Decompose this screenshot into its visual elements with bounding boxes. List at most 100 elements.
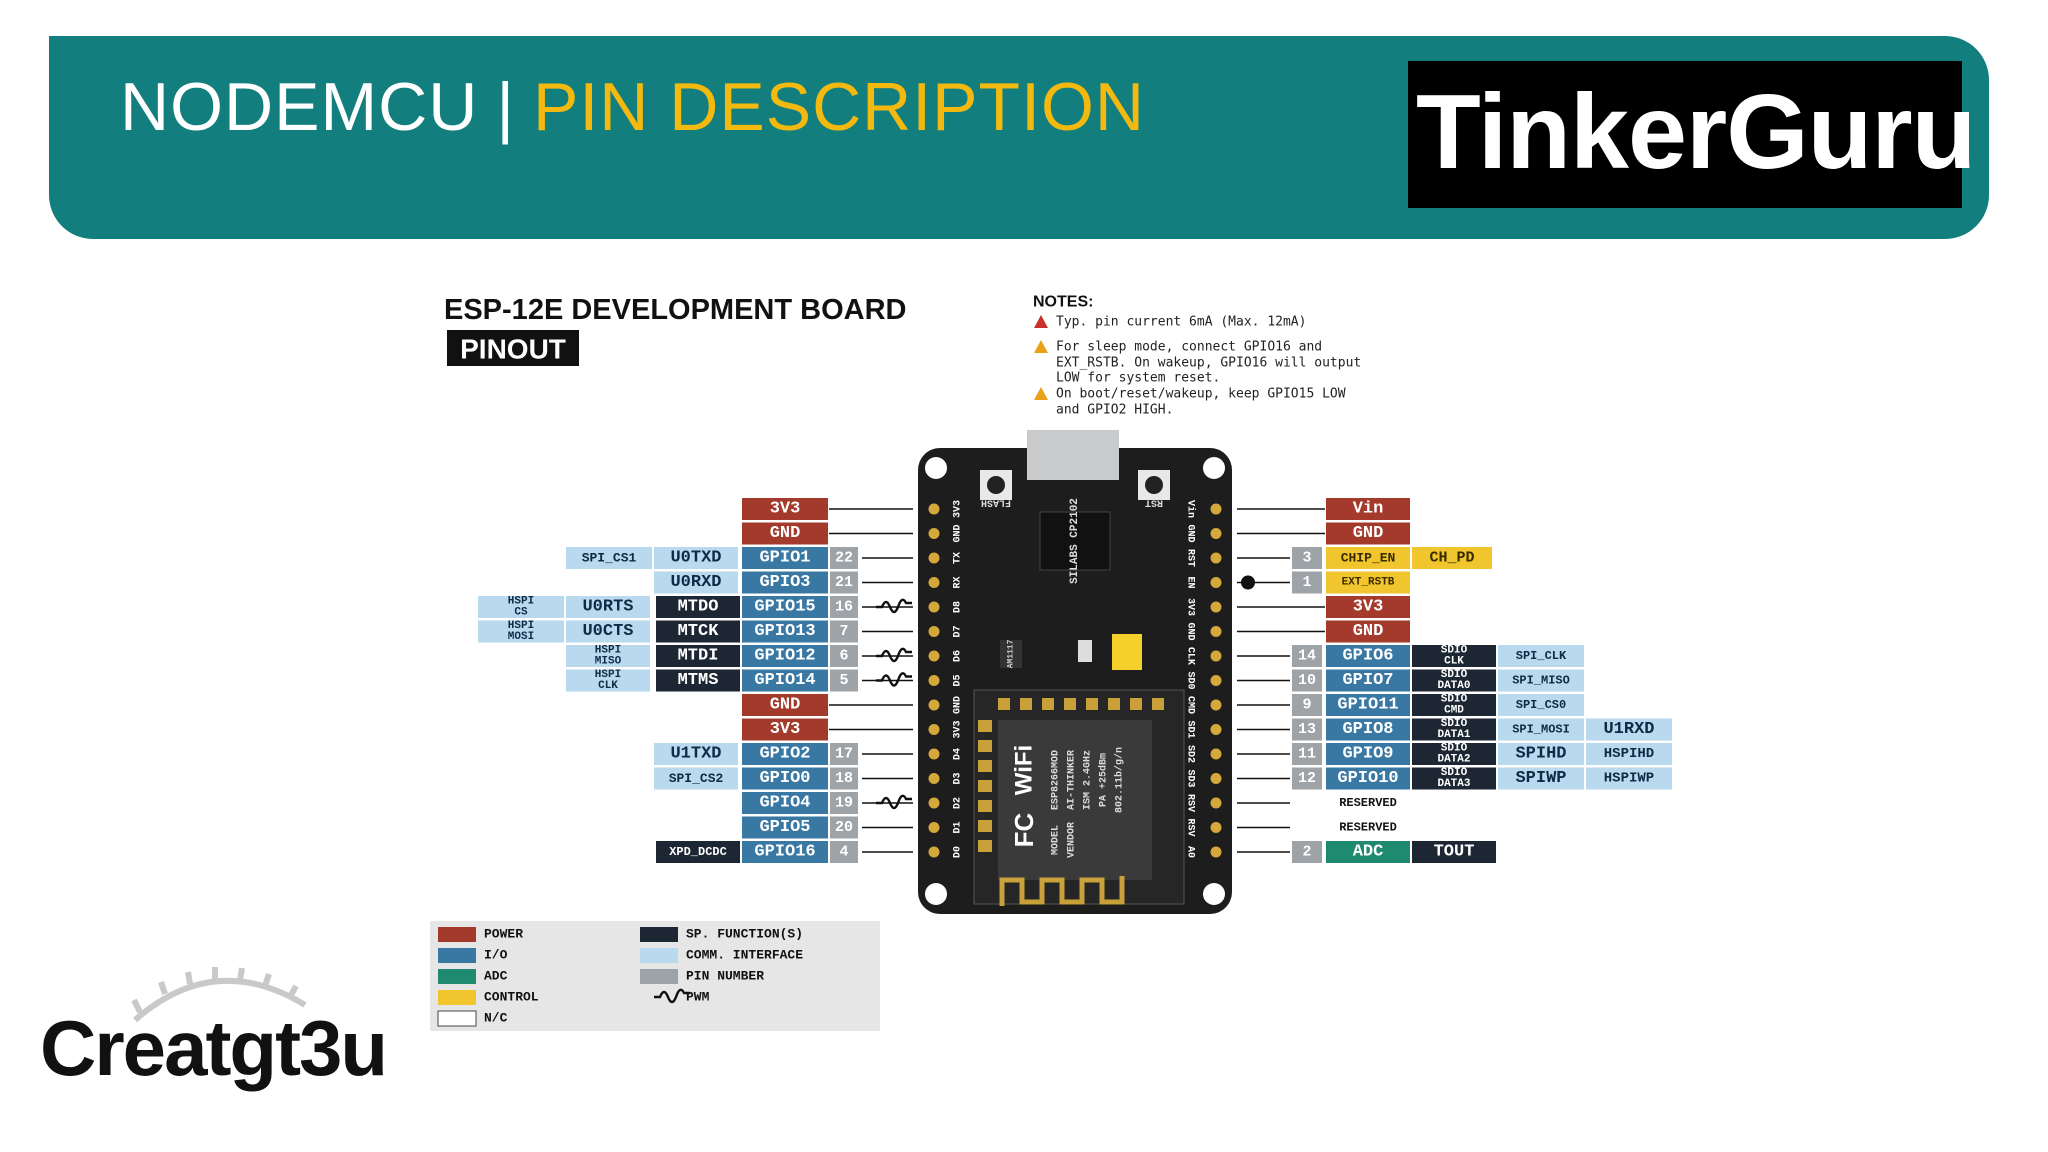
right-header-pin — [1210, 675, 1222, 686]
left-row-1-pin-box — [742, 522, 828, 545]
legend-label-6: COMM. INTERFACE — [686, 948, 803, 963]
right-row-6-comm-label: SPI_CLK — [1516, 649, 1567, 663]
wifi-logo: WiFi — [1011, 745, 1038, 795]
regulator-label: AM1117 — [1007, 639, 1016, 668]
left-header-pin — [928, 626, 940, 637]
board-heading: ESP-12E DEVELOPMENT BOARD — [444, 294, 906, 326]
notes-title: NOTES: — [1033, 294, 1093, 311]
left-row-14-sp-box — [656, 841, 740, 863]
right-row-4-pin-box — [1326, 596, 1410, 618]
left-header-pin — [928, 577, 940, 588]
left-row-3-pin-box — [742, 571, 828, 594]
right-silk-10: SD2 — [1185, 745, 1196, 763]
right-row-7-num-label: 10 — [1298, 672, 1316, 689]
module-text-1: AI-THINKER — [1067, 750, 1078, 810]
right-row-6-pin-box — [1326, 645, 1410, 667]
right-row-11-comm2-box — [1586, 767, 1672, 790]
right-row-14-pin-box — [1326, 841, 1410, 863]
right-row-7-pin-label: GPIO7 — [1342, 671, 1393, 690]
left-header-pin — [928, 748, 940, 760]
module-pad — [978, 760, 992, 772]
right-silk-7: SD0 — [1185, 671, 1196, 689]
right-row-10-pin-label: GPIO9 — [1342, 745, 1393, 764]
left-row-2-comm-label: U0TXD — [670, 549, 721, 568]
left-silk-8: GND — [953, 696, 964, 714]
left-row-14-pin-label: GPIO16 — [754, 843, 815, 862]
module-side-text-0: MODEL — [1051, 825, 1062, 855]
left-header-pin — [928, 699, 940, 711]
left-row-5-comm-label: U0CTS — [582, 622, 633, 641]
right-row-7-sp-label-2: DATA0 — [1437, 680, 1470, 692]
legend-label-0: POWER — [484, 927, 523, 942]
legend-label-1: I/O — [484, 948, 508, 963]
smd-part — [1078, 640, 1092, 662]
right-row-0-pin-box — [1326, 498, 1410, 520]
right-row-3-pin-box — [1326, 571, 1410, 594]
left-row-7-comm-label-2: CLK — [598, 680, 618, 692]
usb-chip — [1039, 511, 1111, 571]
right-row-8-num-label: 9 — [1302, 697, 1311, 714]
legend-swatch-3 — [438, 990, 476, 1005]
right-row-9-pin-label: GPIO8 — [1342, 720, 1393, 739]
right-row-10-comm2-box — [1586, 743, 1672, 765]
right-row-8-num-box — [1292, 694, 1322, 716]
right-row-2-num-label: 3 — [1302, 550, 1311, 567]
left-row-5-sp-box — [656, 620, 740, 643]
reset-button-cap — [1145, 476, 1163, 494]
mounting-hole — [1203, 883, 1225, 905]
right-row-2-pin-box — [1326, 547, 1410, 569]
right-silk-3: EN — [1185, 576, 1196, 588]
right-row-1-pin-box — [1326, 522, 1410, 545]
left-row-12-pin-label: GPIO4 — [759, 794, 810, 813]
right-silk-6: CLK — [1185, 647, 1196, 665]
right-row-3-num-box — [1292, 571, 1322, 594]
note-line-1: For sleep mode, connect GPIO16 and — [1056, 340, 1322, 355]
left-row-13-pin-label: GPIO5 — [759, 818, 810, 837]
left-silk-9: 3V3 — [953, 720, 964, 738]
left-silk-1: GND — [953, 524, 964, 542]
right-silk-8: CMD — [1185, 696, 1196, 714]
legend-swatch-6 — [640, 948, 678, 963]
right-row-9-comm-label: SPI_MOSI — [1512, 723, 1570, 737]
right-row-13-reserved: RESERVED — [1339, 821, 1397, 835]
left-silk-5: D7 — [953, 625, 964, 637]
right-row-9-sp-label-1: SDIO — [1441, 718, 1468, 730]
right-row-12-reserved: RESERVED — [1339, 796, 1397, 810]
module-pad — [978, 720, 992, 732]
module-side-text-1: VENDOR — [1067, 822, 1078, 858]
module-pad — [978, 840, 992, 852]
left-row-13-num-label: 20 — [835, 819, 853, 836]
right-header-pin — [1210, 626, 1222, 637]
left-row-7-comm-label-1: HSPI — [595, 669, 621, 681]
left-silk-14: D0 — [953, 846, 964, 858]
title-highlight: PIN DESCRIPTION — [533, 69, 1145, 145]
right-row-7-sp-label-1: SDIO — [1441, 669, 1468, 681]
left-row-10-num-label: 17 — [835, 746, 853, 763]
right-silk-1: GND — [1185, 524, 1196, 542]
left-row-6-comm-label-1: HSPI — [595, 645, 621, 657]
tinkerguru-logo-text: TinkerGuru — [1416, 73, 1976, 191]
mounting-hole — [925, 883, 947, 905]
pinout-tag-label: PINOUT — [460, 334, 566, 365]
right-row-0-pin-label: Vin — [1353, 500, 1384, 519]
left-row-6-comm-label-2: MISO — [595, 656, 622, 668]
left-row-14-num-label: 4 — [839, 844, 848, 861]
left-row-4-comm-box — [566, 596, 650, 618]
left-row-0-pin-box — [742, 498, 828, 520]
right-row-8-sp-label-2: CMD — [1444, 705, 1464, 717]
left-header-pin — [928, 552, 940, 564]
flash-button-label: FLASH — [981, 497, 1011, 508]
left-row-12-pin-box — [742, 792, 828, 814]
right-row-8-sp-box — [1412, 694, 1496, 716]
left-row-3-num-box — [830, 571, 858, 594]
right-header-pin — [1210, 797, 1222, 809]
left-row-2-ext-box — [566, 547, 652, 569]
right-silk-4: 3V3 — [1185, 598, 1196, 616]
right-row-14-extra-box — [1412, 841, 1496, 863]
module-pad — [1130, 698, 1142, 710]
left-row-11-num-box — [830, 767, 858, 790]
right-header-pin — [1210, 773, 1222, 784]
right-row-14-extra-label: TOUT — [1434, 843, 1475, 862]
right-row-11-pin-label: GPIO10 — [1337, 769, 1398, 788]
mounting-hole — [925, 457, 947, 479]
